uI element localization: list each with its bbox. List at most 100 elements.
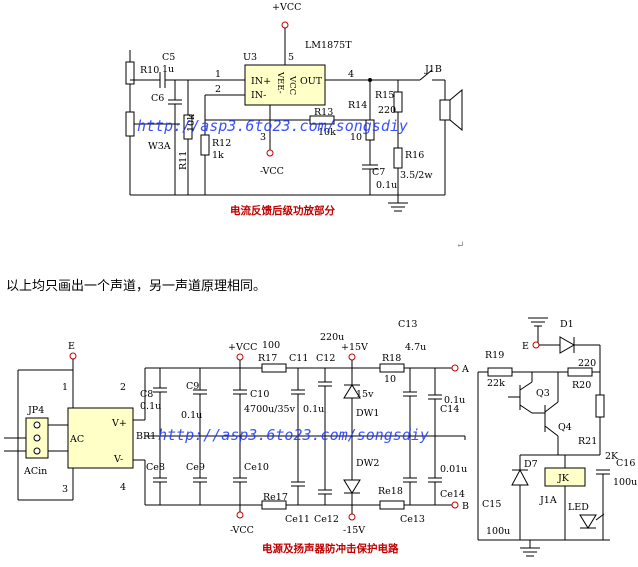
- r17-resistor: [261, 363, 287, 373]
- r10-label: R10: [140, 65, 159, 76]
- e-node-prot-label: E: [522, 341, 529, 352]
- pin3-psu-label: 3: [62, 484, 68, 495]
- dw1-label: DW1: [356, 408, 379, 419]
- ce9-label: Ce9: [186, 462, 205, 473]
- pin2-psu-label: 2: [120, 382, 126, 393]
- r16-label: R16: [405, 150, 424, 161]
- e-node-prot: [532, 341, 540, 349]
- c15-label: C15: [482, 499, 501, 510]
- ce14-value: 0.01u: [440, 464, 467, 475]
- re17-label: Re17: [263, 492, 288, 503]
- r19-resistor: [487, 367, 513, 377]
- c14-value: 0.1u: [444, 395, 465, 406]
- r18-resistor: [379, 363, 405, 373]
- amplifier-section: +VCC U3 LM1875T IN+ IN- OUT VEE- VCC 1 2…: [125, 2, 463, 217]
- pin4-label: 4: [348, 69, 354, 80]
- q3-transistor: [508, 381, 533, 414]
- c6-label: C6: [151, 93, 164, 104]
- c7-label: C7: [372, 167, 385, 178]
- c9-label: C9: [186, 381, 199, 392]
- u3-pin-vcc: VCC: [287, 75, 297, 95]
- d7-diode: [511, 468, 529, 486]
- v15-plus-label: +15V: [341, 342, 368, 353]
- acin-label: ACin: [23, 466, 47, 477]
- vcc-top-node: [281, 21, 289, 29]
- ce8-label: Ce8: [146, 462, 165, 473]
- r20-label: R20: [572, 380, 591, 391]
- speaker-icon: [439, 88, 463, 132]
- q4-transistor: [544, 401, 559, 437]
- c7-value: 0.1u: [376, 180, 397, 191]
- c5-value: 1u: [162, 64, 174, 75]
- q4-label: Q4: [558, 422, 572, 433]
- psu-section-title: 电源及扬声器防冲击保护电路: [262, 542, 399, 555]
- c16-label: C16: [616, 458, 635, 469]
- r19-label: R19: [485, 350, 504, 361]
- c11-value: 0.1u: [303, 404, 324, 415]
- r18-label: R18: [382, 353, 401, 364]
- c13-label: C13: [398, 319, 417, 330]
- r20-value: 220: [578, 358, 596, 369]
- watermark-top: http://asp3.6to23.com/songsdiy: [137, 117, 408, 135]
- e-node-label: E: [68, 341, 75, 352]
- c16-value: 100u: [613, 477, 637, 488]
- r16-resistor: [393, 147, 403, 169]
- u3-part-label: LM1875T: [305, 40, 352, 51]
- ce11-label: Ce11: [285, 514, 310, 525]
- u3-pin-in-plus: IN+: [251, 76, 271, 87]
- r17-label: R17: [258, 353, 277, 364]
- r10-resistor: [125, 61, 135, 85]
- br1-bridge: [67, 407, 134, 469]
- pin4-psu-label: 4: [120, 482, 126, 493]
- d7-label: D7: [524, 459, 538, 470]
- watermark-bottom: http://asp3.6to23.com/songsdiy: [158, 426, 429, 444]
- c12-value: 220u: [320, 332, 344, 343]
- ce13-label: Ce13: [400, 514, 425, 525]
- c12-label: C12: [316, 353, 335, 364]
- r12-label: R12: [212, 138, 231, 149]
- j1b-label: J1B: [424, 64, 442, 75]
- br1-ac-label: AC: [69, 434, 84, 445]
- c5-label: C5: [162, 52, 175, 63]
- vcc-top-label: +VCC: [272, 2, 301, 13]
- dw2-label: DW2: [356, 458, 379, 469]
- vcc-bottom-node: [266, 149, 274, 157]
- r16-value: 3.5/2w: [400, 170, 433, 181]
- vcc-minus-label: -VCC: [230, 525, 254, 536]
- r21-value: 2K: [605, 451, 619, 462]
- u3-pin-out: OUT: [300, 76, 323, 87]
- c15-value: 100u: [486, 526, 510, 537]
- q3-label: Q3: [536, 388, 550, 399]
- vcc-minus-node: [236, 511, 244, 519]
- c10-value: 4700u/35v: [244, 404, 296, 415]
- br1-vplus-label: V+: [111, 418, 127, 429]
- pin2-label: 2: [215, 84, 221, 95]
- ground-icon: [388, 195, 408, 212]
- d1-diode: [559, 336, 576, 354]
- pin1-label: 1: [215, 69, 221, 80]
- c9-value: 0.1u: [181, 410, 202, 421]
- c10-label: C10: [250, 389, 269, 400]
- jk-label: JK: [557, 473, 570, 484]
- ce10-label: Ce10: [244, 462, 269, 473]
- u3-label: U3: [243, 52, 257, 63]
- note-paragraph: 以上均只画出一个声道，另一声道原理相同。: [6, 279, 266, 294]
- ground-icon: [520, 540, 540, 557]
- ce12-label: Ce12: [314, 514, 339, 525]
- a-node: [451, 364, 459, 372]
- r13-label: R13: [314, 107, 333, 118]
- w3a-pot: [125, 111, 135, 137]
- ground-icon: [528, 317, 548, 327]
- c13-value: 4.7u: [405, 342, 426, 353]
- r17-value: 100: [262, 340, 280, 351]
- r15-value: 220: [378, 105, 396, 116]
- paragraph-mark: ↵: [456, 240, 464, 251]
- led-icon: [579, 513, 605, 529]
- u3-pin-in-minus: IN-: [251, 90, 266, 101]
- b-node: [451, 501, 459, 509]
- vcc-plus-node: [236, 353, 244, 361]
- d1-label: D1: [560, 319, 574, 330]
- j1a-label: J1A: [539, 495, 557, 506]
- dw1-value: 15v: [356, 389, 374, 400]
- r14-value: 10: [350, 132, 362, 143]
